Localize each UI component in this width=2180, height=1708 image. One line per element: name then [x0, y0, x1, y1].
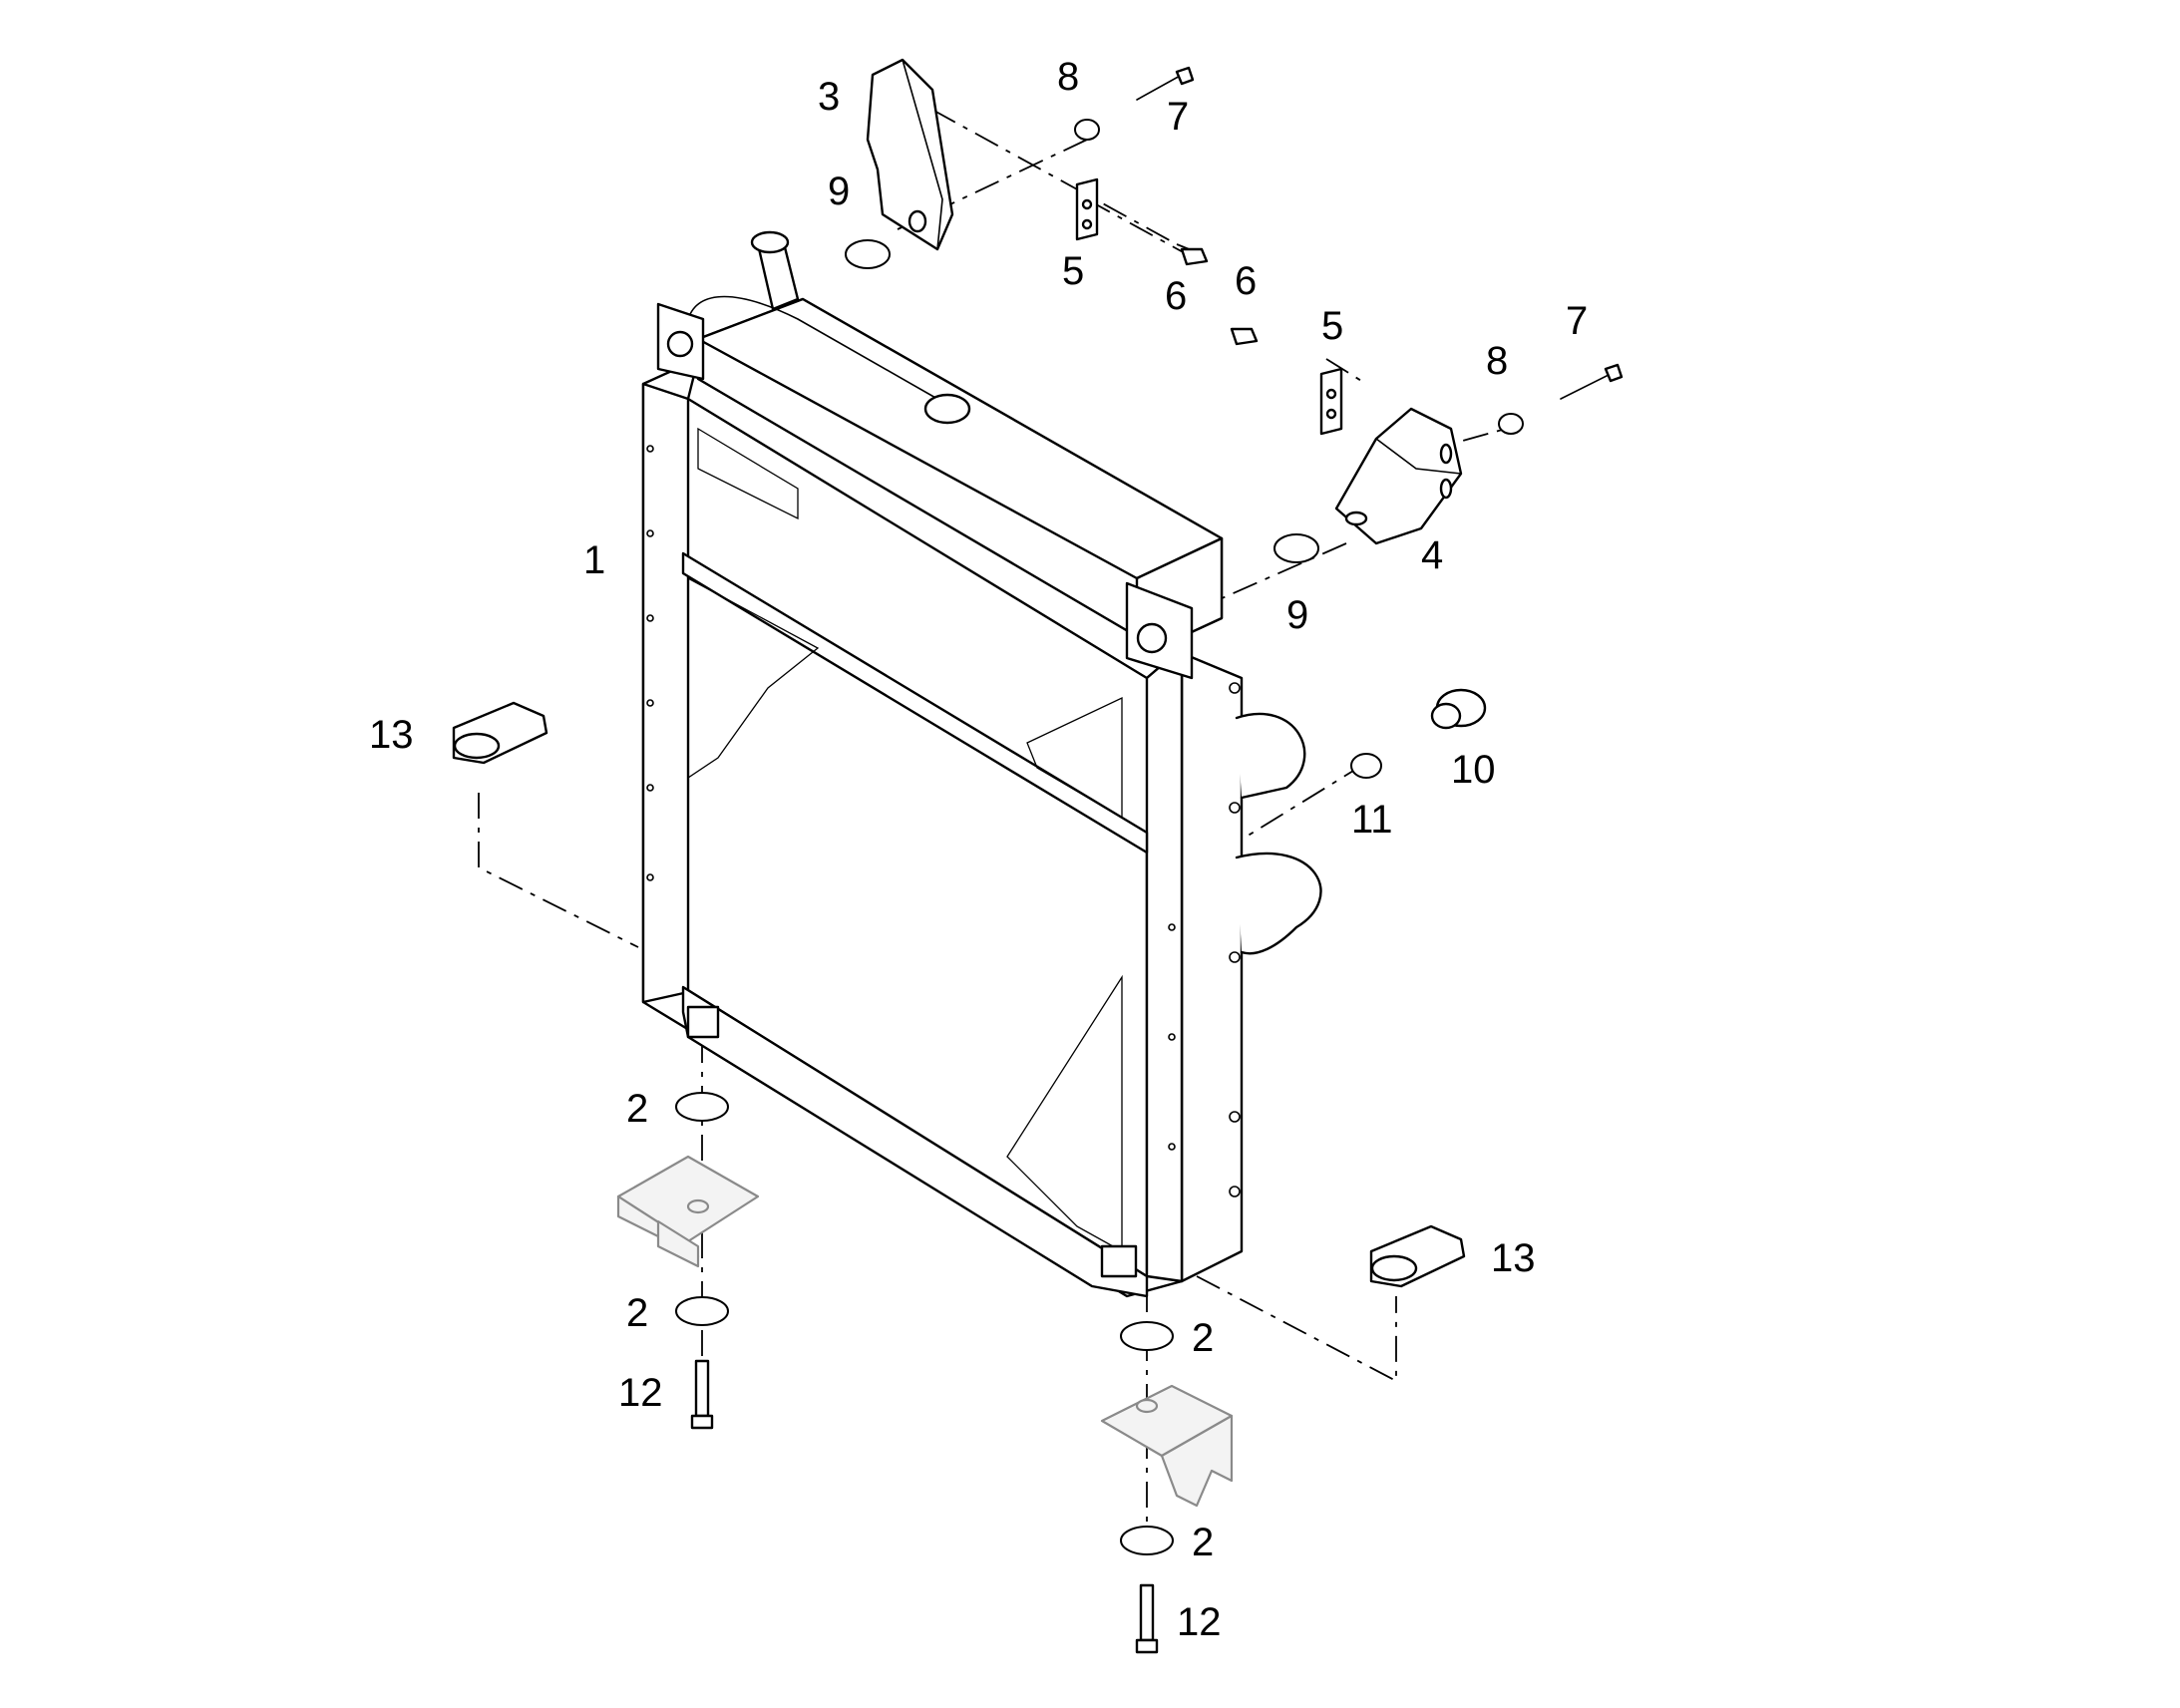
bolt-12-left	[690, 1359, 714, 1430]
o-ring-11	[1350, 753, 1382, 779]
callout-3: 3	[818, 75, 840, 119]
callout-11: 11	[1351, 798, 1393, 842]
callout-2-right-lower: 2	[1192, 1521, 1214, 1564]
plug-10	[1430, 688, 1487, 730]
callout-1: 1	[583, 538, 605, 582]
washer-2-right-upper	[1120, 1321, 1174, 1351]
callout-12-left: 12	[618, 1371, 663, 1415]
callout-5-upper: 5	[1062, 249, 1084, 293]
washer-9-upper	[845, 239, 891, 269]
support-bracket-left	[616, 1155, 760, 1268]
callout-9-upper: 9	[828, 170, 850, 213]
washer-9-lower	[1273, 533, 1319, 563]
clip-13-right	[1369, 1224, 1466, 1288]
bolt-7-lower	[1560, 363, 1624, 400]
clip-13-left	[452, 701, 548, 765]
plate-5-lower	[1319, 367, 1343, 436]
washer-8-upper	[1074, 119, 1100, 141]
callout-7-lower: 7	[1566, 299, 1588, 343]
callout-5-lower: 5	[1321, 304, 1343, 348]
callout-10: 10	[1451, 748, 1496, 792]
plate-5-upper	[1075, 177, 1099, 241]
bracket-4	[1334, 407, 1463, 545]
washer-8-lower	[1498, 413, 1524, 435]
callout-13-right: 13	[1491, 1236, 1536, 1280]
callout-9-lower: 9	[1286, 593, 1308, 637]
bolt-6-lower	[1230, 327, 1259, 346]
callout-8-upper: 8	[1057, 55, 1079, 99]
callout-12-right: 12	[1177, 1600, 1222, 1644]
callout-8-lower: 8	[1486, 339, 1508, 383]
callout-6-lower: 6	[1235, 259, 1257, 303]
washer-2-right-lower	[1120, 1526, 1174, 1555]
callout-13-left: 13	[369, 713, 414, 757]
callout-2-left-upper: 2	[626, 1087, 648, 1131]
support-bracket-right	[1100, 1384, 1234, 1508]
callout-2-left-lower: 2	[626, 1291, 648, 1335]
bolt-12-right	[1135, 1583, 1159, 1654]
bracket-3	[866, 58, 954, 251]
callout-6-upper: 6	[1165, 274, 1187, 318]
callout-4: 4	[1421, 533, 1443, 577]
washer-2-left-upper	[675, 1092, 729, 1122]
callout-7-upper: 7	[1167, 95, 1189, 139]
expansion-tank	[656, 230, 1224, 680]
bolt-7-upper	[1136, 66, 1195, 101]
washer-2-left-lower	[675, 1296, 729, 1326]
callout-labels: 1 3 8 7 9 5 6 6 5 7 8 4 9 10 11 13 13 2 …	[369, 55, 1588, 1644]
bolt-6-upper	[1180, 247, 1209, 266]
callout-2-right-upper: 2	[1192, 1316, 1214, 1360]
